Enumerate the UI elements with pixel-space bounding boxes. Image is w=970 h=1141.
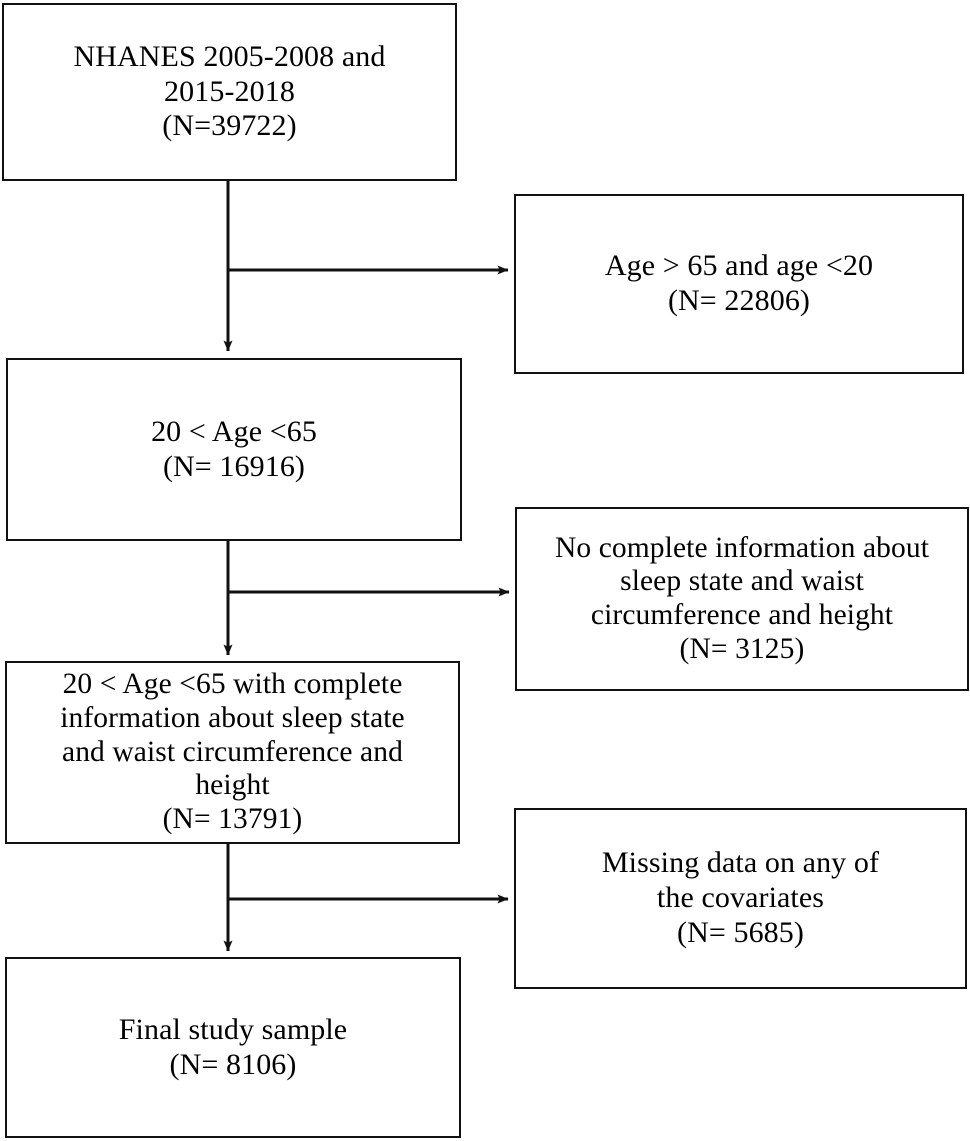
node-nhanes-cohort: NHANES 2005-2008 and 2015-2018 (N=39722) <box>2 3 457 181</box>
node-final-sample: Final study sample (N= 8106) <box>5 957 461 1138</box>
node-age-range-label: 20 < Age <65 (N= 16916) <box>151 414 317 483</box>
node-excluded-incomplete-info-label: No complete information about sleep stat… <box>554 531 929 665</box>
node-nhanes-cohort-label: NHANES 2005-2008 and 2015-2018 (N=39722) <box>73 39 386 143</box>
node-excluded-incomplete-info: No complete information about sleep stat… <box>515 507 969 691</box>
node-final-sample-label: Final study sample (N= 8106) <box>118 1012 348 1081</box>
node-excluded-age: Age > 65 and age <20 (N= 22806) <box>514 194 964 374</box>
node-age-range: 20 < Age <65 (N= 16916) <box>6 358 462 541</box>
node-excluded-missing-covariates: Missing data on any of the covariates (N… <box>514 808 967 989</box>
node-complete-information: 20 < Age <65 with complete information a… <box>5 661 460 844</box>
node-complete-information-label: 20 < Age <65 with complete information a… <box>60 668 405 835</box>
node-excluded-age-label: Age > 65 and age <20 (N= 22806) <box>604 249 874 317</box>
node-excluded-missing-covariates-label: Missing data on any of the covariates (N… <box>601 846 880 949</box>
